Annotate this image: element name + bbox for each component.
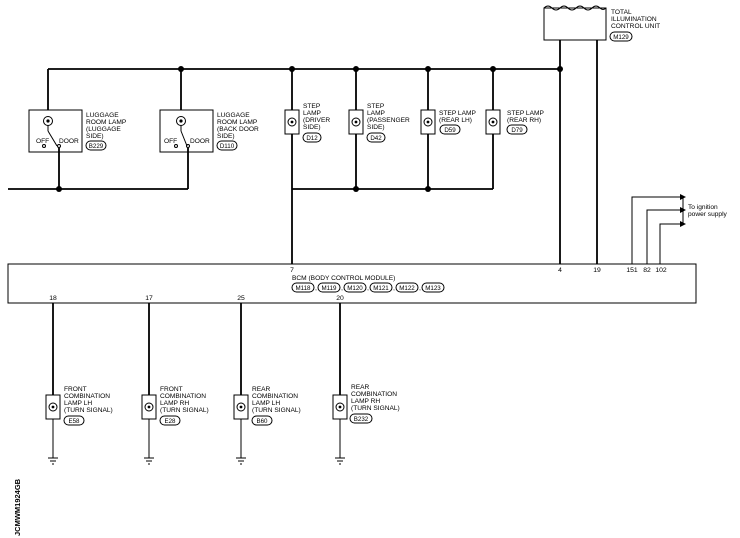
bcm-pin-25: 25 xyxy=(237,295,245,302)
turn-lamp-3-line-2: COMBINATION xyxy=(252,393,298,400)
diagram-id: JCMWM1924GB xyxy=(13,478,22,536)
turn-lamp-1-connector: E58 xyxy=(68,418,80,425)
svg-text:,: , xyxy=(341,285,343,292)
switch-door-label-1: DOOR xyxy=(59,138,79,145)
turn-lamp-3-connector: B60 xyxy=(256,418,268,425)
step-lamp-3-line-1: STEP LAMP xyxy=(439,110,476,117)
bcm-connector-4: M121 xyxy=(373,285,389,292)
tcu-label-line-3: CONTROL UNIT xyxy=(611,23,660,30)
turn-lamp-4-line-2: COMBINATION xyxy=(351,391,397,398)
luggage-lamp-1-line-3: (LUGGAGE xyxy=(86,126,121,133)
step-lamp-1-line-3: (DRIVER xyxy=(303,117,330,124)
bcm-connector-3: M120 xyxy=(347,285,363,292)
front-combination-lamp-rh: FRONT COMBINATION LAMP RH (TURN SIGNAL) … xyxy=(141,303,209,465)
step-lamp-rear-rh: STEP LAMP (REAR RH) D79 xyxy=(485,109,544,135)
total-illumination-control-unit: TOTAL ILLUMINATION CONTROL UNIT M129 xyxy=(543,5,660,42)
top-bus xyxy=(47,40,598,264)
luggage-lamp-1-connector: B229 xyxy=(89,143,104,150)
luggage-return-wire xyxy=(8,186,188,192)
switch-off-label-2: OFF xyxy=(164,138,177,145)
ignition-note-line-1: To ignition xyxy=(688,204,718,211)
step-lamp-4-connector: D79 xyxy=(511,127,523,134)
bcm-pin-18: 18 xyxy=(49,295,57,302)
luggage-lamp-2-connector: D110 xyxy=(220,143,235,150)
turn-lamp-3-line-3: LAMP LH xyxy=(252,400,280,407)
top-junctions xyxy=(178,66,563,72)
turn-lamp-2-line-3: LAMP RH xyxy=(160,400,189,407)
turn-lamp-3-line-1: REAR xyxy=(252,386,271,393)
luggage-lamp-2-line-2: ROOM LAMP xyxy=(217,119,258,126)
tcu-connector: M129 xyxy=(613,34,629,41)
bcm-pin-20: 20 xyxy=(336,295,344,302)
luggage-lamp-1-line-1: LUGGAGE xyxy=(86,112,119,119)
step-lamp-1-line-1: STEP xyxy=(303,103,321,110)
switch-off-label-1: OFF xyxy=(36,138,49,145)
step-lamp-2-connector: D42 xyxy=(370,135,382,142)
bcm-connector-6: M123 xyxy=(425,285,441,292)
turn-lamp-1-line-1: FRONT xyxy=(64,386,87,393)
bcm-pin-82: 82 xyxy=(643,267,651,274)
switch-door-label-2: DOOR xyxy=(190,138,210,145)
turn-lamp-2-line-2: COMBINATION xyxy=(160,393,206,400)
front-combination-lamp-lh: FRONT COMBINATION LAMP LH (TURN SIGNAL) … xyxy=(45,303,113,465)
ignition-supply-wires: To ignition power supply xyxy=(631,194,728,264)
turn-lamp-2-line-4: (TURN SIGNAL) xyxy=(160,407,209,414)
step-lamp-4-line-2: (REAR RH) xyxy=(507,117,541,124)
turn-lamp-1-line-2: COMBINATION xyxy=(64,393,110,400)
luggage-lamp-2-line-3: (BACK DOOR xyxy=(217,126,259,133)
turn-lamp-4-connector: B232 xyxy=(354,416,369,423)
luggage-lamp-2-line-4: SIDE) xyxy=(217,133,235,140)
step-lamp-3-line-2: (REAR LH) xyxy=(439,117,472,124)
rear-combination-lamp-rh: REAR COMBINATION LAMP RH (TURN SIGNAL) B… xyxy=(332,303,400,465)
step-lamp-2-line-4: SIDE) xyxy=(367,124,385,131)
luggage-lamp-1-line-4: SIDE) xyxy=(86,133,104,140)
step-lamp-3-connector: D59 xyxy=(444,127,456,134)
luggage-lamp-2-line-1: LUGGAGE xyxy=(217,112,250,119)
turn-lamp-1-line-3: LAMP LH xyxy=(64,400,92,407)
bcm-module: 7 4 19 151 82 102 BCM (BODY CONTROL MODU… xyxy=(7,263,697,304)
bcm-pin-4: 4 xyxy=(558,267,562,274)
step-lamp-passenger-side: STEP LAMP (PASSENGER SIDE) D42 xyxy=(348,103,410,143)
turn-lamp-1-line-4: (TURN SIGNAL) xyxy=(64,407,113,414)
svg-text:,: , xyxy=(367,285,369,292)
bcm-pin-17: 17 xyxy=(145,295,153,302)
step-lamp-2-line-3: (PASSENGER xyxy=(367,117,410,124)
step-return-wire xyxy=(291,134,494,264)
turn-lamp-2-line-1: FRONT xyxy=(160,386,183,393)
step-lamp-4-line-1: STEP LAMP xyxy=(507,110,544,117)
bcm-pin-19: 19 xyxy=(593,267,601,274)
step-lamp-1-connector: D12 xyxy=(306,135,318,142)
luggage-room-lamp-back-door-side: OFF DOOR LUGGAGE ROOM LAMP (BACK DOOR SI… xyxy=(159,109,259,189)
bcm-pin-102: 102 xyxy=(655,267,667,274)
rear-combination-lamp-lh: REAR COMBINATION LAMP LH (TURN SIGNAL) B… xyxy=(233,303,301,465)
turn-lamp-4-line-4: (TURN SIGNAL) xyxy=(351,405,400,412)
bcm-pin-7: 7 xyxy=(290,267,294,274)
bcm-connector-1: M118 xyxy=(295,285,311,292)
turn-lamp-4-line-3: LAMP RH xyxy=(351,398,380,405)
turn-lamp-2-connector: E28 xyxy=(164,418,176,425)
bcm-pin-151: 151 xyxy=(626,267,638,274)
svg-text:,: , xyxy=(393,285,395,292)
step-lamp-driver-side: STEP LAMP (DRIVER SIDE) D12 xyxy=(284,103,330,143)
step-lamp-2-line-2: LAMP xyxy=(367,110,386,117)
step-lamp-rear-lh: STEP LAMP (REAR LH) D59 xyxy=(420,109,476,135)
step-lamp-2-line-1: STEP xyxy=(367,103,385,110)
luggage-lamp-1-line-2: ROOM LAMP xyxy=(86,119,127,126)
bcm-label: BCM (BODY CONTROL MODULE) xyxy=(292,275,395,282)
step-lamp-1-line-4: SIDE) xyxy=(303,124,321,131)
svg-text:,: , xyxy=(315,285,317,292)
tcu-label-line-1: TOTAL xyxy=(611,9,632,16)
svg-text:,: , xyxy=(419,285,421,292)
turn-lamp-4-line-1: REAR xyxy=(351,384,370,391)
turn-lamp-3-line-4: (TURN SIGNAL) xyxy=(252,407,301,414)
tcu-label-line-2: ILLUMINATION xyxy=(611,16,657,23)
bcm-connector-5: M122 xyxy=(399,285,415,292)
ignition-note-line-2: power supply xyxy=(688,211,728,218)
step-lamp-1-line-2: LAMP xyxy=(303,110,322,117)
bcm-connector-2: M119 xyxy=(321,285,337,292)
luggage-room-lamp-luggage-side: OFF DOOR LUGGAGE ROOM LAMP (LUGGAGE SIDE… xyxy=(28,109,127,189)
